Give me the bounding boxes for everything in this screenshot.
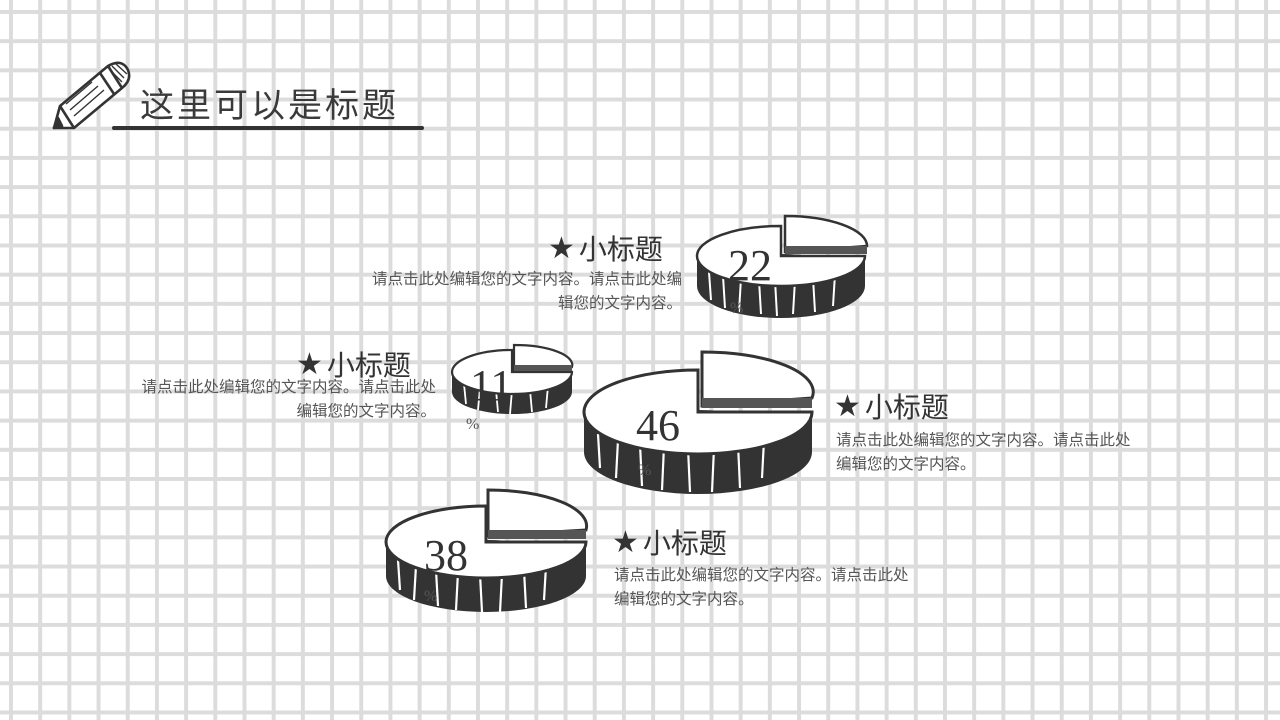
item-heading: ★ 小标题 (548, 230, 663, 267)
item-heading: ★ 小标题 (834, 388, 949, 425)
title-underline (112, 126, 424, 130)
star-icon: ★ (548, 230, 575, 266)
item-description: 请点击此处编辑您的文字内容。请点击此处编 辑您的文字内容。 (371, 270, 682, 312)
star-icon: ★ (834, 388, 861, 424)
pie-value: 22 (728, 241, 772, 290)
item-description: 请点击此处编辑您的文字内容。请点击此处 编辑您的文字内容。 (141, 378, 436, 420)
item-heading: ★ 小标题 (296, 346, 411, 383)
pie-chart-46 (582, 350, 815, 494)
item-heading: ★ 小标题 (612, 524, 727, 561)
pie-value: 11 (470, 361, 513, 410)
page-title: 这里可以是标题 (140, 86, 399, 126)
star-icon: ★ (612, 524, 639, 560)
pie-unit: % (638, 462, 652, 479)
pie-chart-22 (695, 214, 869, 318)
pie-unit: % (730, 300, 744, 317)
pie-value: 38 (424, 531, 468, 580)
star-icon: ★ (296, 346, 323, 382)
pie-chart-38 (384, 488, 589, 613)
pie-unit: % (466, 416, 480, 433)
pencil-icon (52, 61, 131, 130)
item-description: 请点击此处编辑您的文字内容。请点击此处 编辑您的文字内容。 (614, 566, 909, 608)
item-description: 请点击此处编辑您的文字内容。请点击此处 编辑您的文字内容。 (836, 431, 1131, 473)
pie-value: 46 (636, 401, 680, 450)
pie-unit: % (424, 588, 438, 605)
pie-chart-11 (450, 343, 574, 415)
